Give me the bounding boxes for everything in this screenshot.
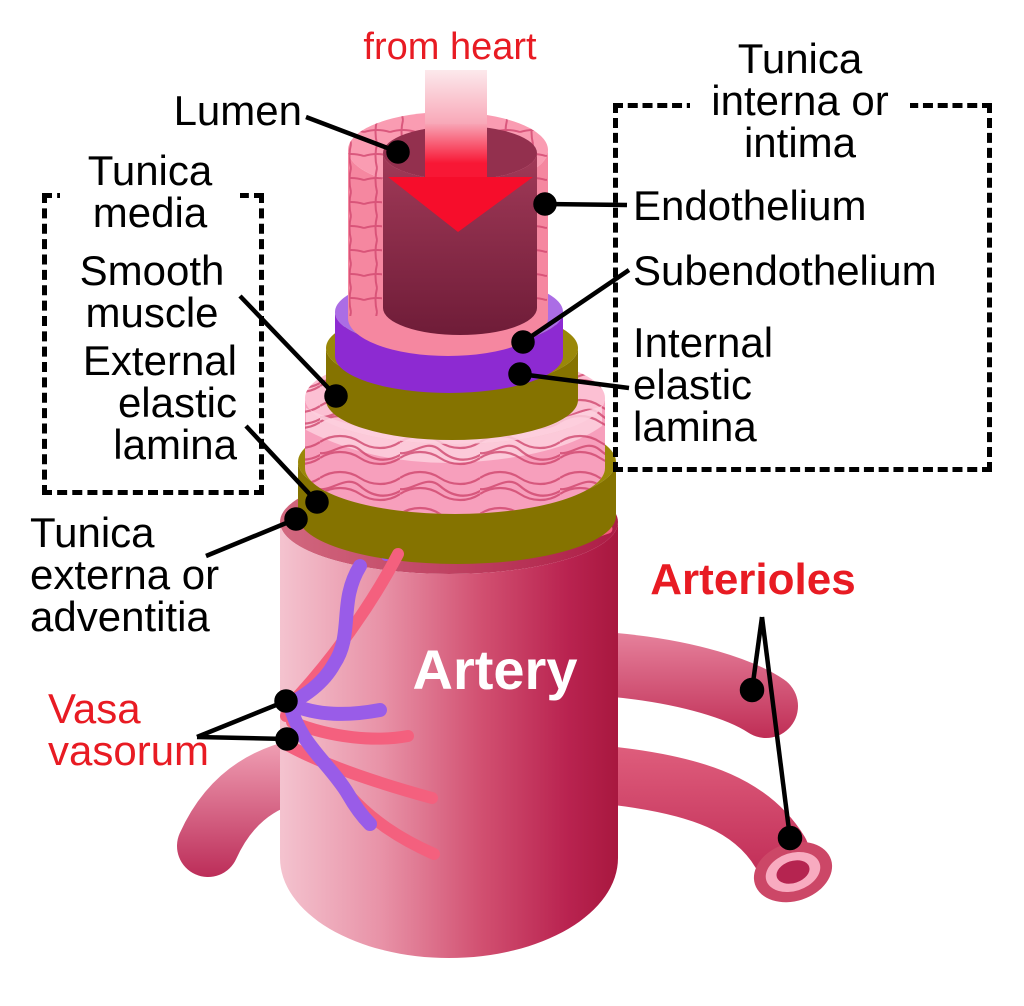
arterioles-label: Arterioles <box>650 555 856 604</box>
artery-front <box>280 522 618 958</box>
lower-arteriole-cross-section <box>753 841 833 903</box>
from-heart-label: from heart <box>363 26 537 68</box>
endothelium-tube <box>348 70 548 356</box>
leader-lines <box>196 114 803 851</box>
tunica-media-label: Tunica media <box>60 150 240 234</box>
tunica-interna-label: Tunica interna or intima <box>690 38 910 164</box>
internal-elastic-lamina-pointer <box>508 362 630 391</box>
external-elastic-lamina-label: External elastic lamina <box>82 337 237 468</box>
vasa-vasorum-label: Vasa vasorum <box>48 685 210 774</box>
subendothelium-pointer <box>511 268 631 354</box>
smooth-muscle-label: Smooth muscle <box>79 247 225 336</box>
vasa-vasorum-pointers <box>196 689 299 751</box>
tunica-externa-label: Tunica externa or adventitia <box>30 509 220 640</box>
lower-arteriole <box>586 747 809 881</box>
artery-label: Artery <box>412 638 578 701</box>
smooth-muscle-pointer <box>238 294 348 408</box>
tunica-externa-pointer <box>205 507 308 559</box>
blood-flow-arrow <box>388 70 533 232</box>
internal-elastic-lamina-label: Internal elastic lamina <box>633 319 774 450</box>
lumen-pointer <box>305 114 410 164</box>
lumen-label: Lumen <box>173 87 302 134</box>
external-elastic-lamina-pointer <box>244 424 329 514</box>
arterioles-pointers <box>739 616 803 851</box>
endothelium-label: Endothelium <box>633 182 867 229</box>
subendothelium-label: Subendothelium <box>633 247 937 294</box>
